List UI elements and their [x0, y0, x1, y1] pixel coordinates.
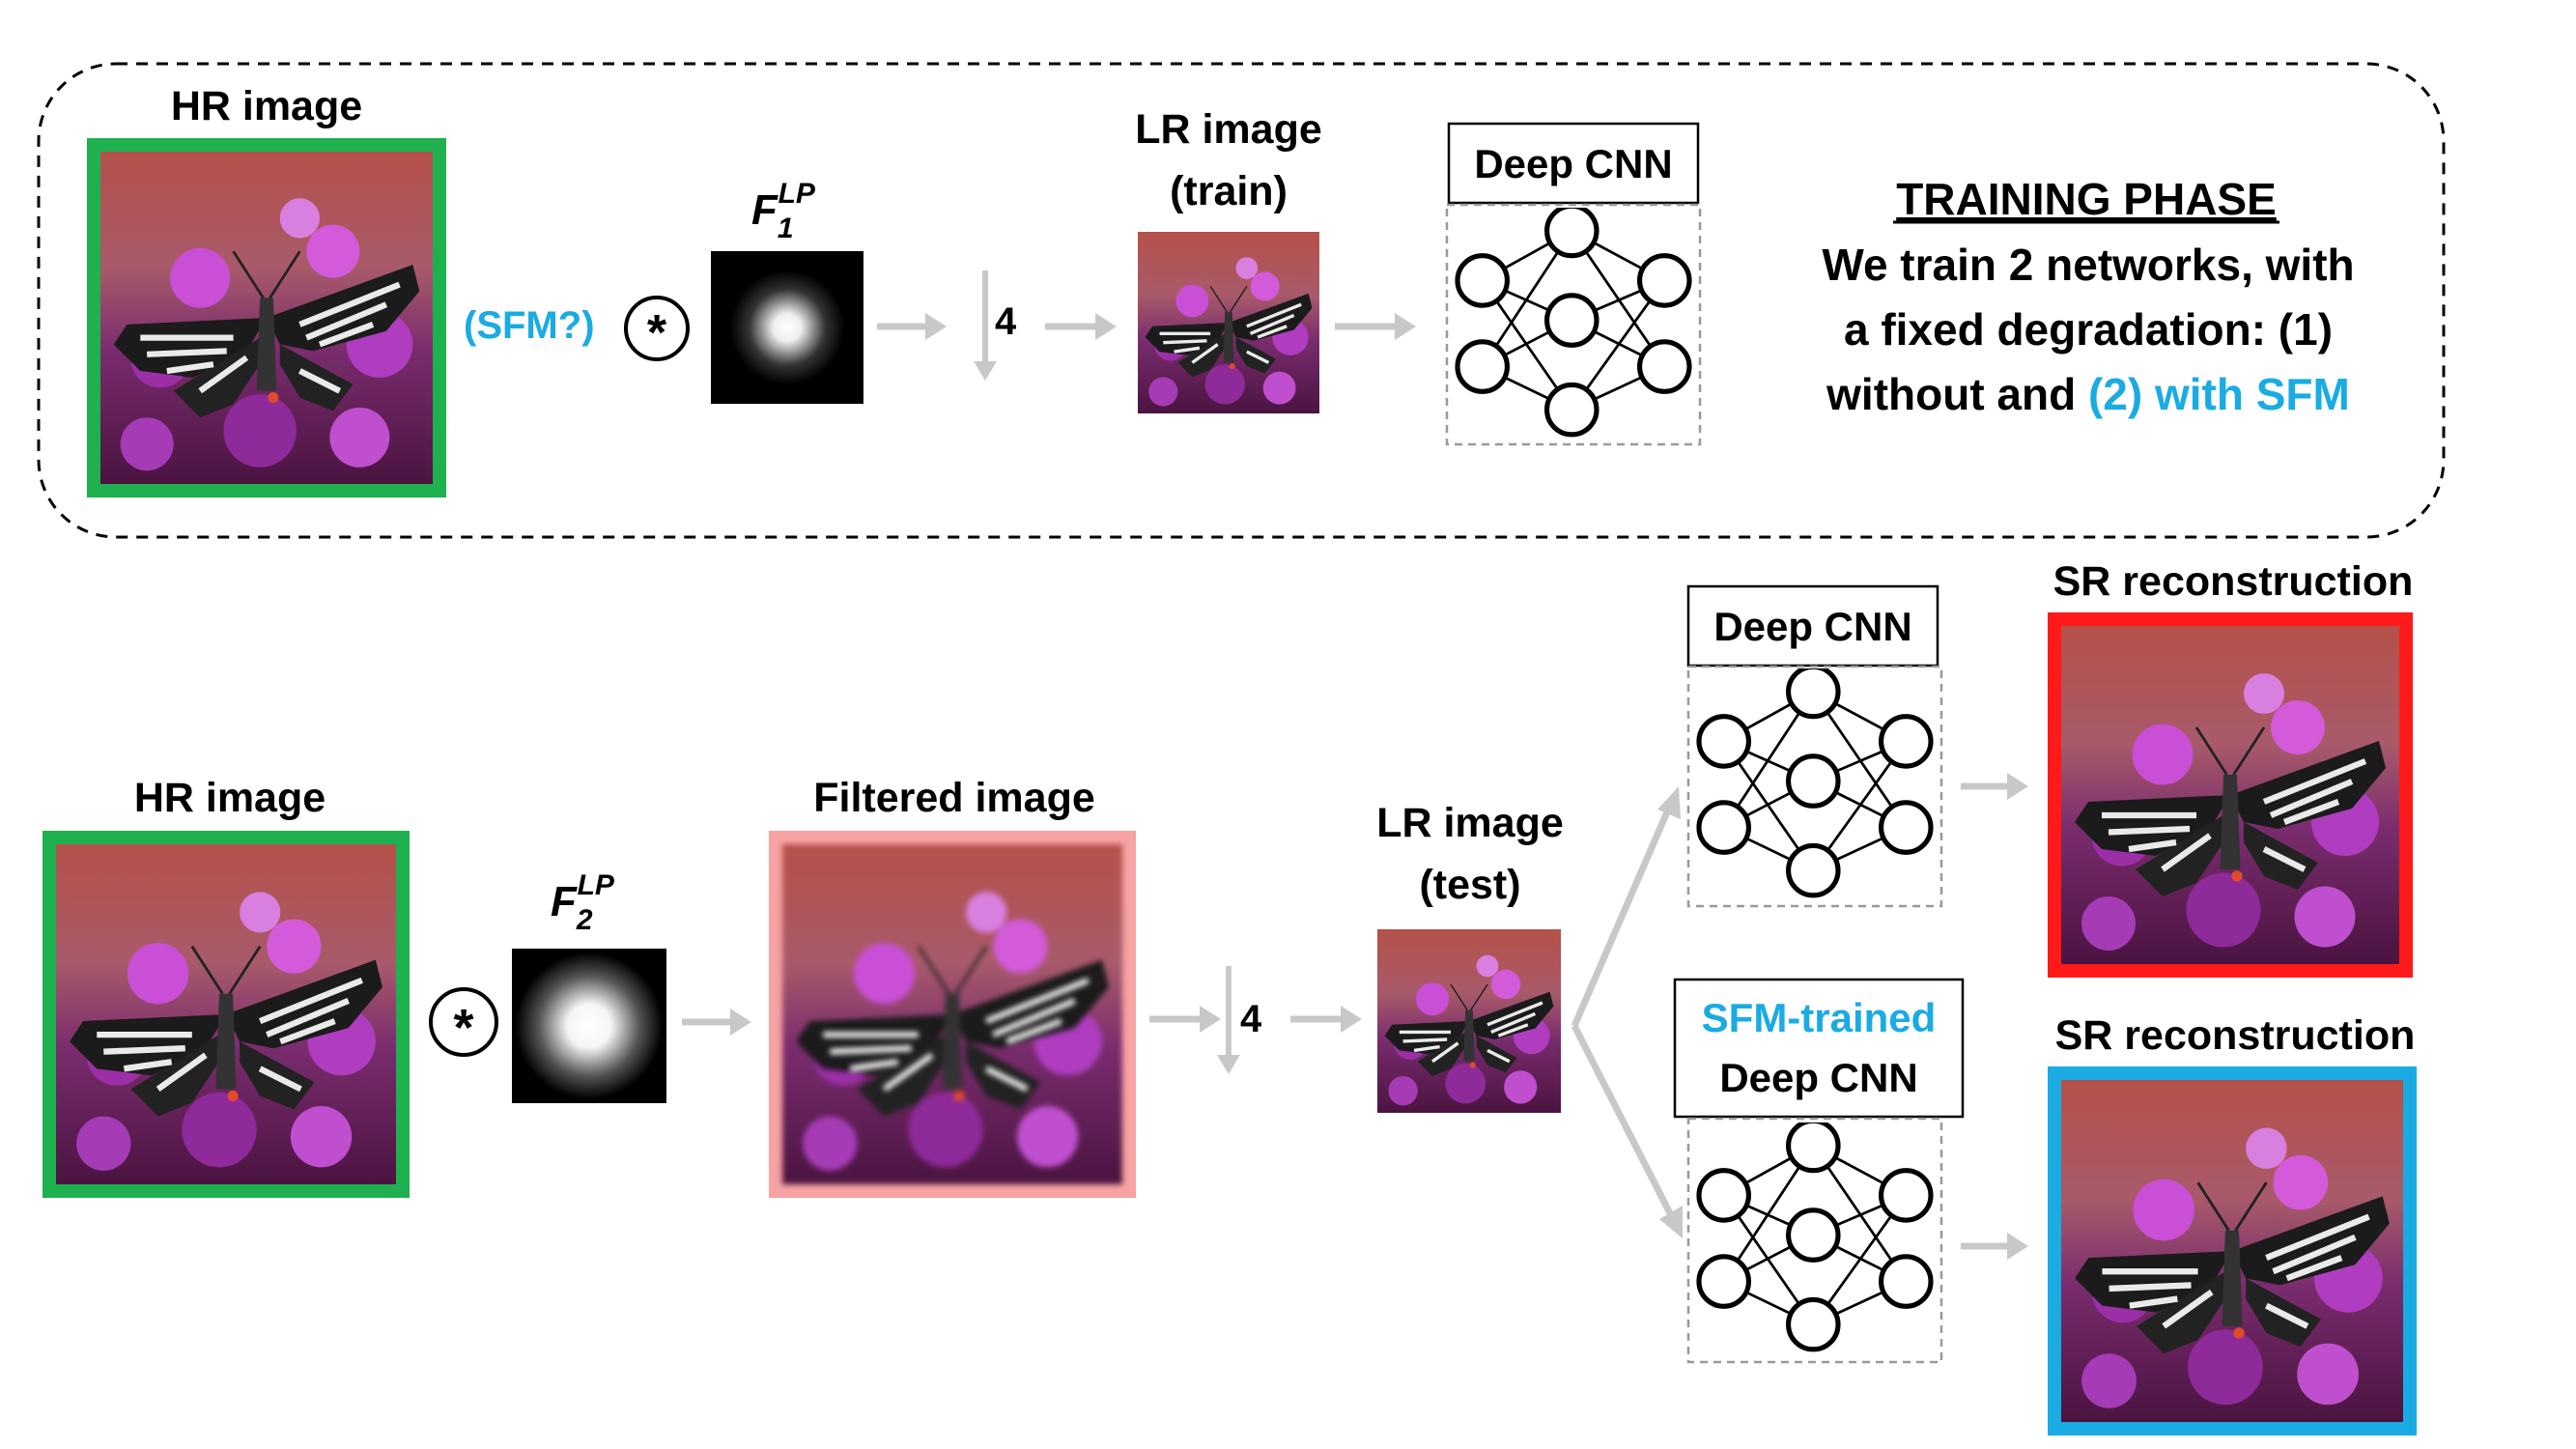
- training-phase-title: TRAINING PHASE: [1896, 174, 2277, 224]
- output-arrow-bottom-head: [2007, 1233, 2028, 1260]
- test-convolution-symbol: [429, 987, 498, 1057]
- output-arrow-top-head: [2007, 773, 2028, 800]
- test-lr-label-line1: LR image: [1376, 800, 1564, 846]
- training-desc-line3: without and (2) with SFM: [1826, 369, 2350, 419]
- test-arrow-1-head: [730, 1009, 751, 1036]
- test-cnn-sfm-box: [1686, 1117, 1943, 1364]
- test-downsample-head: [1217, 1055, 1240, 1074]
- test-cnn-plain-label: Deep CNN: [1713, 604, 1911, 649]
- branch-arrow-down: [1571, 1024, 1675, 1217]
- train-downsample-head: [974, 361, 997, 381]
- train-hr-label: HR image: [171, 83, 362, 129]
- train-cnn-label: Deep CNN: [1474, 141, 1672, 186]
- train-lr-label-line1: LR image: [1135, 106, 1322, 153]
- test-cnn-sfm-label-line2: Deep CNN: [1719, 1055, 1917, 1100]
- test-lr-label-line2: (test): [1419, 862, 1520, 908]
- test-hr-label: HR image: [134, 775, 326, 821]
- filter-2-label: F2LP: [551, 869, 615, 936]
- test-cnn-plain-box: [1686, 665, 1943, 908]
- sfm-question-label: (SFM?): [464, 304, 595, 347]
- filtered-image-label: Filtered image: [813, 775, 1095, 821]
- train-cnn-label-box: [1447, 122, 1700, 205]
- training-desc-line2: a fixed degradation: (1): [1844, 304, 2333, 355]
- test-cnn-plain-label-box: [1686, 584, 1939, 668]
- train-arrow-1-head: [925, 313, 947, 340]
- train-lr-label-line2: (train): [1170, 168, 1288, 214]
- train-cnn-box: [1445, 203, 1702, 446]
- training-desc-highlight: (2) with SFM: [2088, 369, 2350, 419]
- train-arrow-3-head: [1395, 313, 1416, 340]
- sr-top-label: SR reconstruction: [2053, 558, 2414, 605]
- train-hr-image: [100, 152, 433, 484]
- branch-arrow-down-head: [1659, 1206, 1683, 1238]
- test-convolution-star: *: [453, 999, 473, 1057]
- train-arrow-2-head: [1095, 313, 1117, 340]
- test-cnn-sfm-label-box: [1673, 978, 1965, 1119]
- train-cnn-network: [1458, 206, 1689, 435]
- filter-1-label: F1LP: [751, 178, 816, 244]
- filter-1-kernel: [711, 251, 863, 404]
- filtered-image: [782, 844, 1122, 1184]
- train-convolution-star: *: [647, 305, 667, 361]
- train-downsample-factor: 4: [995, 300, 1017, 343]
- test-cnn-plain-network: [1699, 667, 1931, 895]
- test-lr-image: [1377, 929, 1561, 1113]
- test-arrow-3-head: [1341, 1006, 1362, 1033]
- test-arrow-2-head: [1200, 1006, 1221, 1033]
- branch-arrow-up: [1571, 806, 1673, 1028]
- sr-top-image: [2061, 626, 2399, 964]
- train-lr-image: [1138, 232, 1319, 413]
- training-phase-boundary: [37, 62, 2446, 539]
- branch-arrow-up-head: [1657, 786, 1681, 819]
- sr-bottom-image: [2061, 1080, 2403, 1422]
- test-cnn-sfm-network: [1699, 1121, 1931, 1350]
- training-desc-line1: We train 2 networks, with: [1822, 240, 2354, 290]
- test-downsample-factor: 4: [1240, 998, 1262, 1040]
- train-convolution-symbol: [624, 296, 690, 361]
- test-cnn-sfm-label-line1: SFM-trained: [1702, 995, 1937, 1040]
- test-hr-image: [56, 844, 396, 1184]
- sr-bottom-label: SR reconstruction: [2055, 1012, 2416, 1059]
- filter-2-kernel: [512, 949, 666, 1103]
